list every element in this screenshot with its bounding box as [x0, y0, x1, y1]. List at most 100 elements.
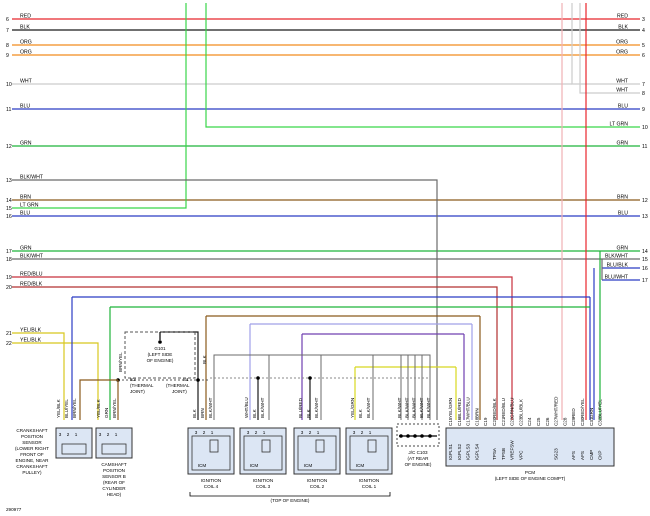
coil-inner	[349, 435, 389, 471]
row-number-left: 6	[6, 17, 9, 23]
coil-title: IGNITION	[307, 478, 327, 483]
pcm-wire-label: BLU/RED	[457, 397, 462, 418]
wire-label: BLK	[202, 354, 207, 364]
top-of-engine-label: (TOP OF ENGINE)	[271, 498, 310, 503]
pcm-wire-label: RED/YEL	[580, 398, 585, 418]
wire-red-blu	[12, 276, 513, 420]
cam-pin: 1	[115, 432, 118, 437]
coil-title: COIL 4	[204, 484, 219, 489]
row-number-left: 14	[6, 198, 12, 204]
crank-wire-label: BRN/YEL	[72, 398, 77, 418]
row-label-right: BLK/WHT	[605, 254, 629, 260]
jc103-title: OF ENGINE)	[405, 462, 432, 467]
row-label-left: RED/BLK	[20, 282, 43, 288]
crank-title: ENGINE, NEAR	[16, 458, 50, 463]
jc-wire-label: BLK/WHT	[426, 397, 431, 418]
cam-title: CYLINDER	[102, 486, 126, 491]
pcm-signal: SG23	[554, 448, 559, 460]
coil-wire-label: WHT/BLU	[244, 397, 249, 418]
pcm-signal: VPC	[518, 450, 523, 460]
jc103-pin	[420, 434, 424, 438]
coil-pin: 2	[255, 430, 258, 435]
row-number-left: 18	[6, 257, 12, 263]
coil-wire-label: BLK	[358, 408, 363, 418]
coil-pin: 3	[247, 430, 250, 435]
row-number-left: 13	[6, 178, 12, 184]
coil-winding	[315, 439, 325, 453]
coil-inner	[297, 435, 337, 471]
wire-yel-blk	[12, 332, 65, 420]
row-label-left: ORG	[20, 50, 32, 56]
row-label-left: GRN	[20, 141, 32, 147]
row-number-left: 22	[6, 341, 12, 347]
wire-wht	[571, 3, 640, 85]
row-label-left: YEL/BLK	[20, 328, 42, 334]
g101-label: (LEFT SIDE	[148, 352, 173, 357]
coil-pin: 1	[369, 430, 372, 435]
jc103-pin	[399, 434, 403, 438]
coil-pin: 2	[361, 430, 364, 435]
cam-wire-label: BRN/YEL	[112, 398, 117, 418]
row-number-right: 5	[642, 43, 645, 49]
row-number-right: 7	[642, 82, 645, 88]
pcm-signal: CKP	[598, 451, 603, 460]
top-of-engine-bracket	[189, 492, 391, 497]
cam-wire-label: GRN	[104, 408, 109, 418]
coil-pin: 2	[203, 430, 206, 435]
coil-wire-label: BLK	[192, 408, 197, 418]
row-label-left: BLK	[20, 25, 30, 31]
row-label-right: WHT	[616, 79, 629, 85]
cam-pin: 2	[107, 432, 110, 437]
cam-pin: 3	[99, 432, 102, 437]
pcm-pin: C24	[527, 417, 532, 426]
row-number-left: 12	[6, 144, 12, 150]
coil-title: IGNITION	[253, 478, 273, 483]
pcm-pin: C22	[510, 417, 515, 426]
pcm-pin: C15	[448, 417, 453, 426]
pcm-wire-label: YEL/GRN	[448, 398, 453, 418]
pcm-pin: C29	[571, 417, 576, 426]
pcm-pin: C32	[598, 417, 603, 426]
jc103-title: J/C C103	[408, 450, 428, 455]
row-label-right: ORG	[616, 50, 628, 56]
ground-g101-icon	[158, 340, 162, 344]
row-label-left: YEL/BLK	[20, 338, 42, 344]
jc103-pin	[413, 434, 417, 438]
pcm-pin: C25	[536, 417, 541, 426]
figure-id: 290977	[6, 507, 22, 512]
row-label-right: LT GRN	[609, 122, 628, 128]
wire-lt-grn	[205, 3, 640, 128]
pcm-pin: C31	[589, 417, 594, 426]
coil-wire-label: BRN	[200, 408, 205, 418]
pcm-pin: C20	[492, 417, 497, 426]
row-number-left: 21	[6, 331, 12, 337]
coil-wire-label: BLK/WHT	[260, 397, 265, 418]
coil-winding	[209, 439, 219, 453]
row-number-left: 15	[6, 206, 12, 212]
row-number-right: 9	[642, 107, 645, 113]
pcm-pin: C30	[580, 417, 585, 426]
row-number-right: 12	[642, 198, 648, 204]
pcm-box	[445, 427, 615, 467]
pcm-signal: IGPLS1	[448, 443, 453, 460]
wire-yel-blk	[12, 342, 99, 420]
row-number-right: 3	[642, 17, 645, 23]
coil-pin: 3	[353, 430, 356, 435]
coil-inner	[191, 435, 231, 471]
row-number-right: 11	[642, 144, 647, 150]
crank-pin: 2	[67, 432, 70, 437]
pcm-wire-label: BLU/BLK	[518, 398, 523, 418]
wire-label: BRN/YEL	[118, 352, 123, 372]
cam-wire-label: YEL/BLK	[96, 398, 101, 418]
jc103-title: (AT REAR	[407, 456, 429, 461]
s2-label: S2	[130, 377, 136, 382]
pcm-signal: AFS	[571, 451, 576, 460]
coil-wire-label: BLU/RED	[298, 397, 303, 418]
crank-wire-label: BLU/YEL	[64, 399, 69, 418]
crank-title: POSITION	[21, 434, 43, 439]
jc-wire-label: BLK/WHT	[419, 397, 424, 418]
row-label-left: ORG	[20, 40, 32, 46]
row-label-right: BRN	[617, 195, 628, 201]
pcm-wire-label: GRN/BLU	[510, 398, 515, 418]
coil-pin: 2	[309, 430, 312, 435]
